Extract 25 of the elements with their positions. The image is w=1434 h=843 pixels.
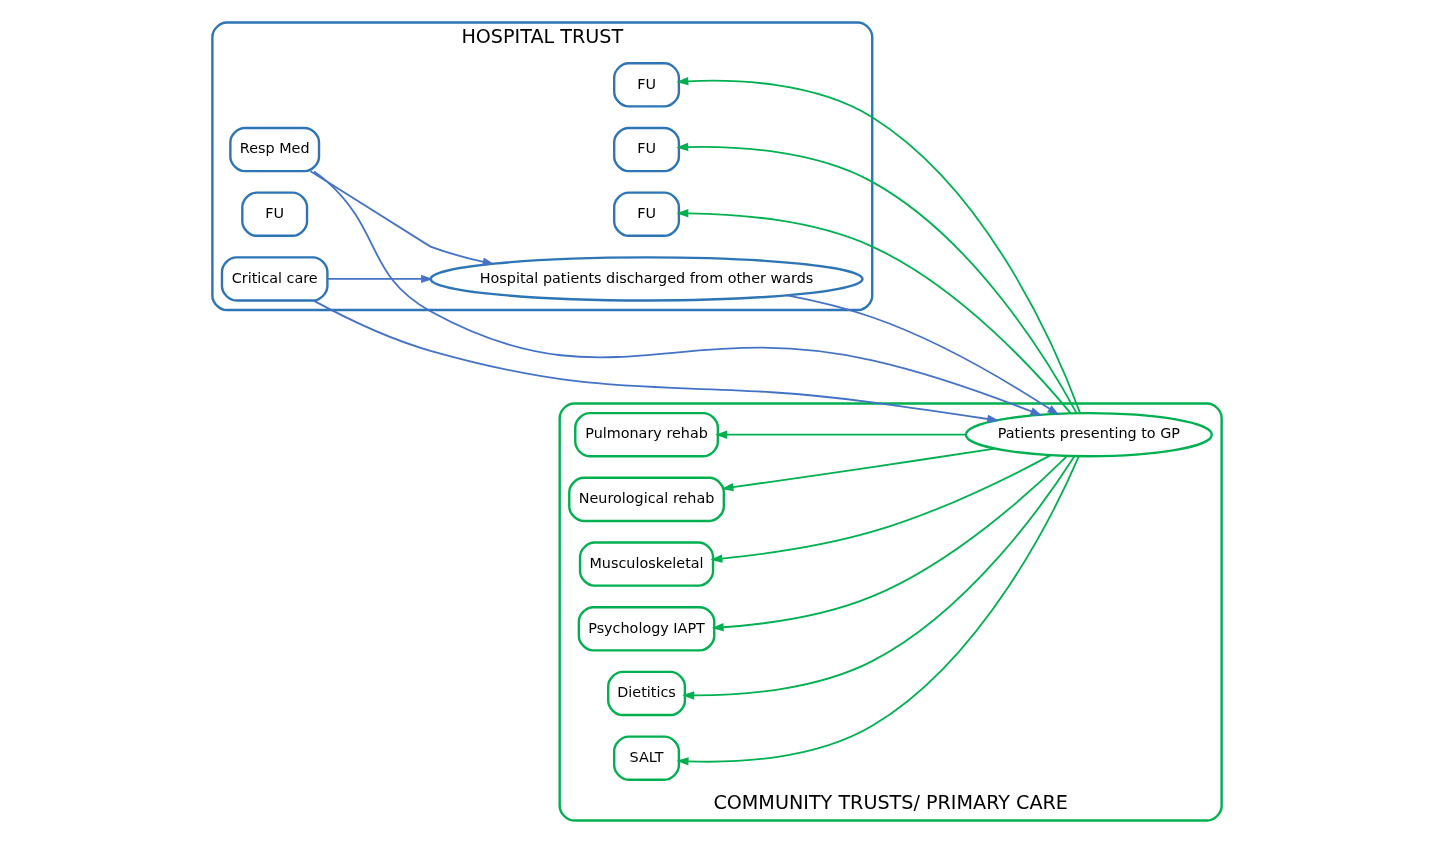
arrow bbox=[676, 142, 1078, 415]
node-box: Resp Med bbox=[229, 126, 321, 173]
arrow bbox=[326, 274, 434, 284]
arrow bbox=[721, 447, 996, 492]
node-box: Psychology IAPT bbox=[577, 606, 716, 652]
arrow bbox=[682, 455, 1076, 700]
node-box: Musculoskeletal bbox=[578, 541, 715, 587]
node-box: FU bbox=[613, 191, 681, 237]
arrow bbox=[710, 454, 1052, 563]
node-box: Neurological rehab bbox=[568, 476, 726, 523]
node-box: FU bbox=[613, 62, 681, 108]
arrow bbox=[309, 170, 495, 266]
node-box: FU bbox=[241, 191, 309, 237]
arrow bbox=[312, 299, 1000, 424]
arrow bbox=[711, 455, 1068, 632]
arrow bbox=[313, 170, 1043, 416]
node-box: SALT bbox=[613, 735, 681, 781]
arrow bbox=[715, 430, 967, 439]
node-box: Critical care bbox=[220, 256, 329, 302]
arrow bbox=[676, 455, 1080, 766]
node-box: Pulmonary rehab bbox=[574, 411, 720, 458]
arrow bbox=[676, 209, 1072, 414]
arrow bbox=[676, 77, 1082, 414]
node-box: Dietitics bbox=[607, 670, 687, 717]
node-box: FU bbox=[613, 126, 681, 173]
